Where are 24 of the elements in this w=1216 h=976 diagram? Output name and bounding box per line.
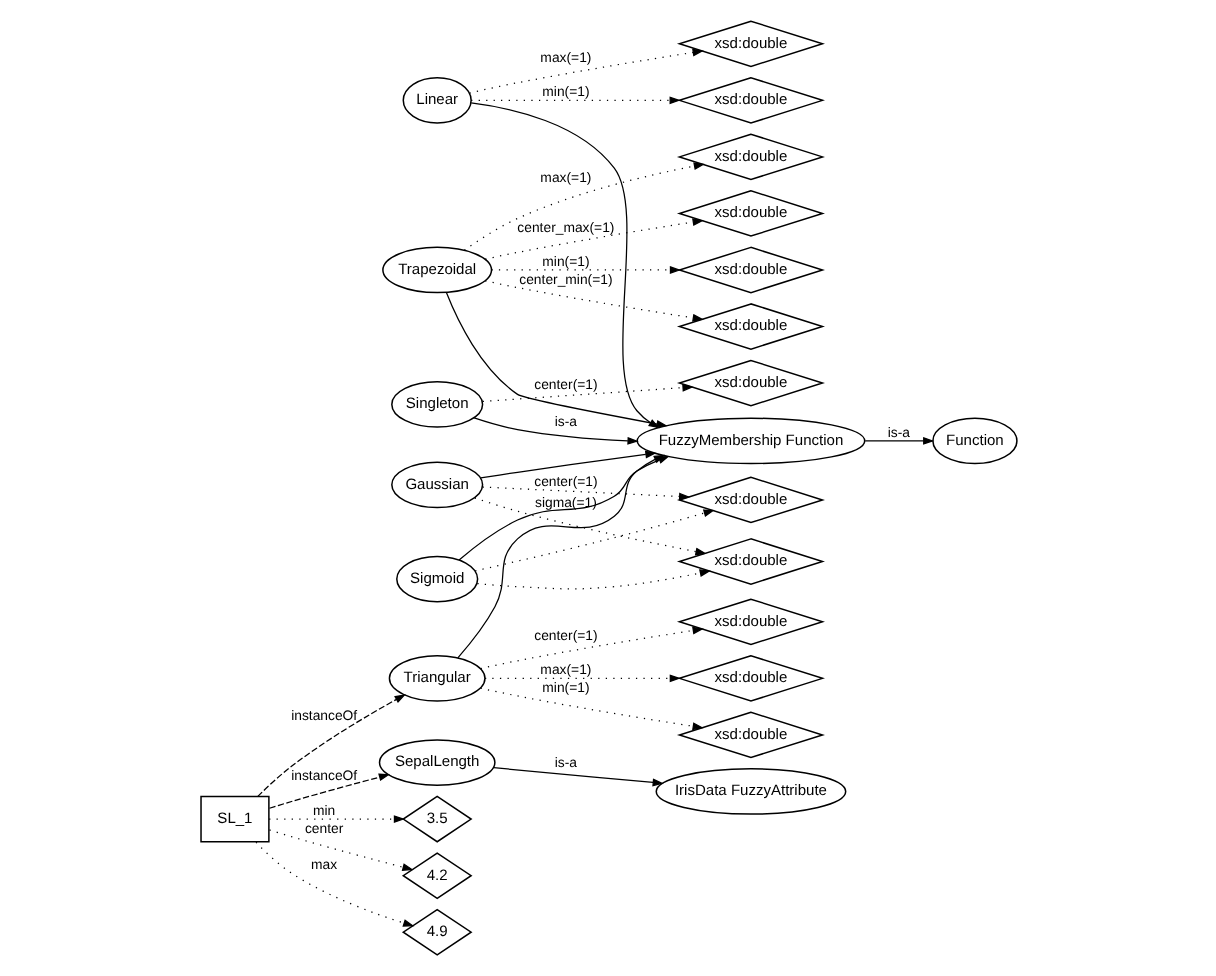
- arrow: [462, 162, 705, 251]
- arrow: [490, 266, 681, 274]
- arrow: [467, 48, 703, 94]
- arrow: [483, 218, 703, 260]
- arrow: [479, 450, 656, 479]
- arrow: [483, 280, 703, 322]
- arrow: [267, 773, 390, 809]
- arrow: [473, 509, 714, 572]
- arrow: [481, 383, 693, 403]
- arrow: [469, 96, 680, 105]
- arrow: [267, 815, 405, 824]
- arrow: [481, 486, 690, 501]
- arrow: [254, 841, 414, 927]
- arrow: [479, 626, 703, 670]
- arrow: [475, 569, 710, 590]
- arrow: [479, 687, 703, 731]
- arrow: [267, 829, 413, 871]
- arrow: [863, 436, 934, 445]
- arrow: [483, 674, 680, 683]
- arrow: [472, 417, 638, 445]
- arrow: [256, 694, 405, 797]
- arrow: [492, 767, 663, 787]
- arrow: [473, 497, 706, 556]
- arrow: [456, 454, 665, 659]
